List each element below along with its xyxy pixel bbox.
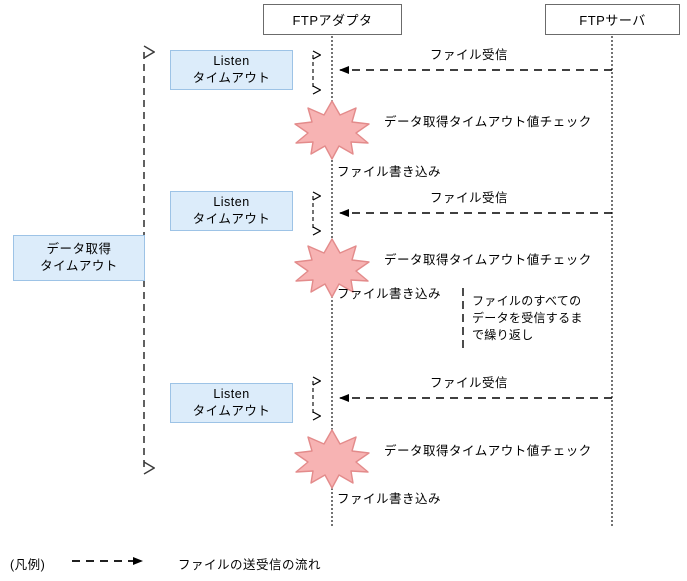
lifeline-head-server: FTPサーバ bbox=[545, 4, 680, 35]
note-listen-timeout-1: Listen タイムアウト bbox=[170, 50, 293, 90]
starburst-label-check-1: データ取得タイムアウト値チェック bbox=[384, 115, 592, 129]
lifeline-head-adapter: FTPアダプタ bbox=[263, 4, 402, 35]
write-label-3: ファイル書き込み bbox=[337, 492, 442, 506]
message-label-receive-2: ファイル受信 bbox=[430, 191, 509, 205]
starburst-label-check-3: データ取得タイムアウト値チェック bbox=[384, 444, 592, 458]
repeat-note-line2: データを受信するま bbox=[472, 311, 583, 325]
starburst-2 bbox=[294, 238, 370, 298]
legend-description: ファイルの送受信の流れ bbox=[178, 558, 322, 572]
legend-title: (凡例) bbox=[10, 558, 46, 572]
note-listen-timeout-2-line2: タイムアウト bbox=[192, 212, 271, 226]
write-label-2: ファイル書き込み bbox=[337, 287, 442, 301]
note-listen-timeout-2: Listen タイムアウト bbox=[170, 191, 293, 231]
starburst-3 bbox=[294, 429, 370, 489]
note-listen-timeout-3: Listen タイムアウト bbox=[170, 383, 293, 423]
note-listen-timeout-2-line1: Listen bbox=[213, 195, 250, 209]
message-label-receive-1: ファイル受信 bbox=[430, 48, 509, 62]
note-overall-timeout-line2: タイムアウト bbox=[40, 259, 118, 273]
repeat-note: ファイルのすべての データを受信するま で繰り返し bbox=[472, 293, 583, 344]
repeat-note-line3: で繰り返し bbox=[472, 328, 534, 342]
starburst-label-check-2: データ取得タイムアウト値チェック bbox=[384, 253, 592, 267]
write-label-1: ファイル書き込み bbox=[337, 165, 442, 179]
note-listen-timeout-3-line1: Listen bbox=[213, 387, 250, 401]
starburst-1 bbox=[294, 100, 370, 160]
note-overall-timeout-line1: データ取得 bbox=[46, 242, 112, 256]
lifeline-head-adapter-label: FTPアダプタ bbox=[292, 13, 373, 28]
note-listen-timeout-1-line2: タイムアウト bbox=[192, 71, 271, 85]
message-label-receive-3: ファイル受信 bbox=[430, 376, 509, 390]
repeat-note-line1: ファイルのすべての bbox=[472, 294, 582, 308]
lifeline-head-server-label: FTPサーバ bbox=[579, 13, 646, 28]
note-overall-timeout: データ取得 タイムアウト bbox=[13, 235, 145, 281]
note-listen-timeout-1-line1: Listen bbox=[213, 54, 250, 68]
note-listen-timeout-3-line2: タイムアウト bbox=[192, 404, 271, 418]
